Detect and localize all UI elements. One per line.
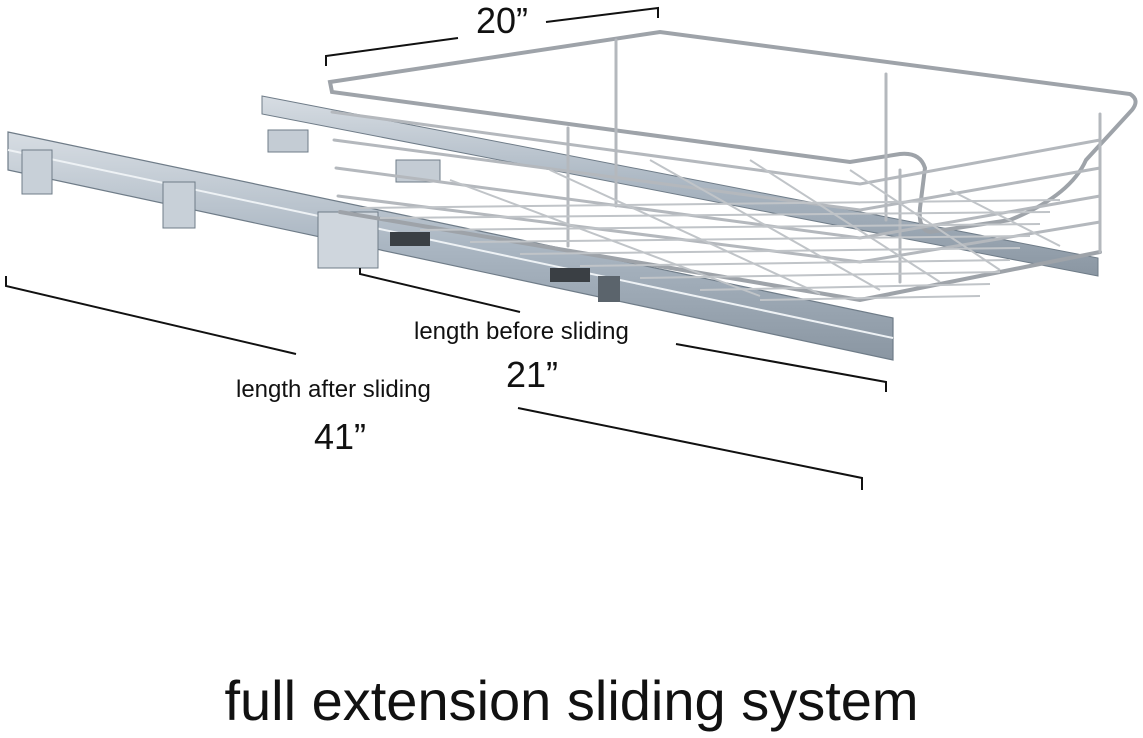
- length-after-value: 41”: [314, 416, 367, 457]
- length-before-value: 21”: [506, 354, 559, 395]
- before-dimension-line-right: [675, 343, 887, 392]
- front-slide-rail: [7, 131, 894, 361]
- dimension-lines: [5, 6, 887, 490]
- after-dimension-line-right: [517, 407, 863, 490]
- caption: full extension sliding system: [224, 669, 919, 732]
- length-after-label: length after sliding: [236, 376, 431, 403]
- width-dimension-line-right: [545, 6, 659, 23]
- length-before-label: length before sliding: [414, 318, 629, 345]
- after-dimension-line-left: [5, 276, 297, 355]
- basket-floor-grid: [359, 159, 1061, 301]
- width-dimension-line-left: [325, 37, 459, 66]
- before-dimension-line-left: [359, 268, 521, 313]
- width-value: 20”: [476, 0, 529, 41]
